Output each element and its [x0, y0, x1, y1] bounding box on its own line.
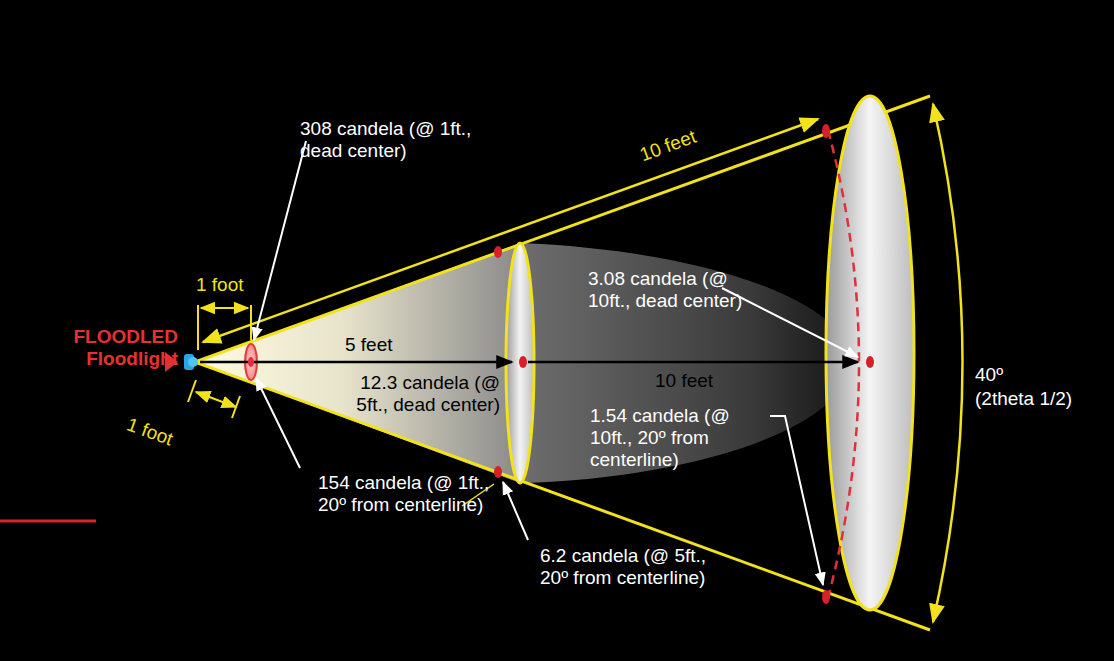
device-label: FLOODLED Floodlight	[28, 326, 178, 370]
dimension-label: 10 feet	[637, 126, 699, 167]
dimension-label: 5 feet	[345, 334, 393, 356]
dimension-label: 1 foot	[196, 274, 244, 296]
dimension-label: 1 foot	[124, 414, 176, 451]
measurement-label: 1.54 candela (@ 10ft., 20º from centerli…	[590, 405, 770, 471]
measurement-label: 3.08 candela (@ 10ft., dead center)	[588, 268, 753, 312]
measurement-label: 308 candela (@ 1ft., dead center)	[300, 118, 515, 162]
angle-label: (2theta 1/2)	[975, 388, 1072, 410]
measurement-label: 6.2 candela (@ 5ft., 20º from centerline…	[540, 545, 720, 589]
dimension-label: 10 feet	[655, 370, 713, 392]
measurement-label: 12.3 candela (@ 5ft., dead center)	[348, 372, 500, 416]
measurement-label: 154 candela (@ 1ft., 20º from centerline…	[318, 472, 496, 516]
angle-label: 40º	[975, 364, 1003, 386]
